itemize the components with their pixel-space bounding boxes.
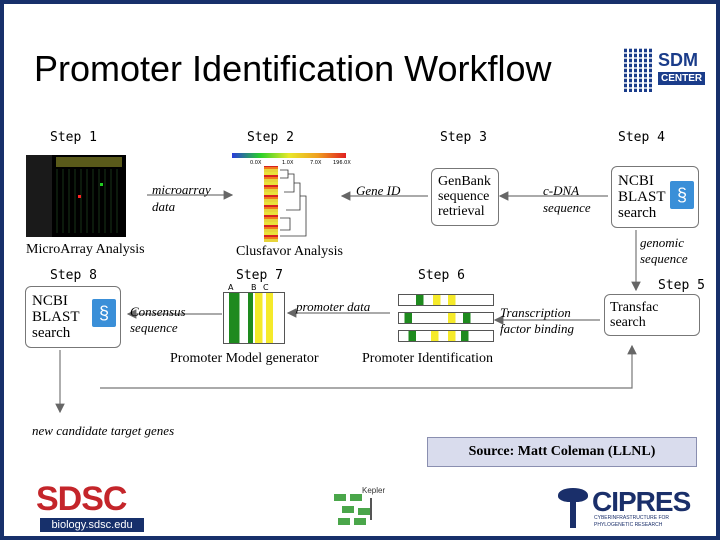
transfac-search-box: Transfac search: [604, 294, 700, 336]
model-column-label: A: [228, 283, 234, 292]
kepler-logo-text: Kepler: [362, 486, 386, 495]
edge-consensus-sequence: Consensus sequence: [130, 304, 186, 335]
promoter-identification-graphic: [398, 290, 496, 346]
sdm-logo-text: SDM: [658, 50, 698, 70]
promoter-model-generator-label: Promoter Model generator: [170, 351, 319, 366]
edge-cdna-sequence: c-DNA sequence: [543, 183, 591, 215]
genbank-retrieval-box: GenBank sequence retrieval: [431, 168, 499, 226]
promoter-identification-label: Promoter Identification: [362, 351, 494, 366]
step-1-label: Step 1: [50, 130, 97, 145]
cipres-logo: CIPRES CYBERINFRASTRUCTURE FOR PHYLOGENE…: [556, 486, 706, 530]
source-credit: Source: Matt Coleman (LLNL): [427, 437, 697, 467]
step-6-label: Step 6: [418, 268, 465, 283]
microarray-analysis-label: MicroArray Analysis: [26, 242, 145, 257]
transfac-search-text: Transfac search: [610, 300, 659, 330]
microarray-image: [26, 155, 126, 237]
ncbi-blast-text-top: NCBI BLAST search: [618, 173, 666, 221]
step-4-label: Step 4: [618, 130, 665, 145]
ncbi-blast-box-top: NCBI BLAST search §: [611, 166, 699, 228]
sdm-center-logo: SDM CENTER: [624, 48, 710, 94]
heatmap-scale-label: 0.0X: [250, 160, 262, 166]
step-3-label: Step 3: [440, 130, 487, 145]
model-column-label: B: [251, 283, 257, 292]
ncbi-blast-box-bottom: NCBI BLAST search §: [25, 286, 121, 348]
ncbi-blast-text-bottom: NCBI BLAST search: [32, 293, 80, 341]
clusfavor-analysis-label: Clusfavor Analysis: [236, 244, 343, 259]
sdsc-logo-text: SDSC: [36, 480, 127, 518]
cipres-subtext: PHYLOGENETIC RESEARCH: [594, 522, 663, 528]
dna-helix-icon: §: [670, 181, 694, 209]
edge-new-candidate-genes: new candidate target genes: [32, 423, 175, 438]
model-column-label: C: [263, 283, 269, 292]
heatmap-scale-label: 7.0X: [310, 160, 322, 166]
heatmap-scale-label: 196.0X: [333, 160, 351, 166]
cluster-dendrogram: [280, 169, 307, 237]
step-7-label: Step 7: [236, 268, 283, 283]
edge-genomic-sequence: genomic sequence: [640, 235, 688, 266]
edge-gene-id: Gene ID: [356, 183, 401, 198]
step-5-label: Step 5: [658, 278, 705, 293]
edge-microarray-data: microarray data: [152, 182, 211, 214]
sdm-logo-subtext: CENTER: [658, 72, 706, 85]
promoter-model-graphic: [223, 292, 285, 344]
cluster-heatmap: [264, 166, 278, 242]
kepler-logo: Kepler: [334, 486, 394, 530]
cipres-subtext: CYBERINFRASTRUCTURE FOR: [594, 515, 670, 521]
arrow-feedback-loop: [100, 344, 637, 389]
page-title: Promoter Identification Workflow: [34, 48, 552, 89]
tree-icon: [558, 488, 588, 502]
sdsc-url: biology.sdsc.edu: [40, 518, 144, 532]
step-8-label: Step 8: [50, 268, 97, 283]
sdsc-logo: SDSC biology.sdsc.edu: [36, 480, 148, 532]
step-2-label: Step 2: [247, 130, 294, 145]
edge-transcription-factor-binding: Transcription factor binding: [500, 305, 575, 336]
cipres-logo-text: CIPRES: [592, 486, 691, 517]
dna-helix-icon: §: [92, 299, 116, 327]
genbank-retrieval-text: GenBank sequence retrieval: [438, 174, 491, 219]
heatmap-scale-label: 1.0X: [282, 160, 294, 166]
heatmap-color-scale: [232, 153, 346, 158]
edge-promoter-data: promoter data: [296, 299, 371, 314]
